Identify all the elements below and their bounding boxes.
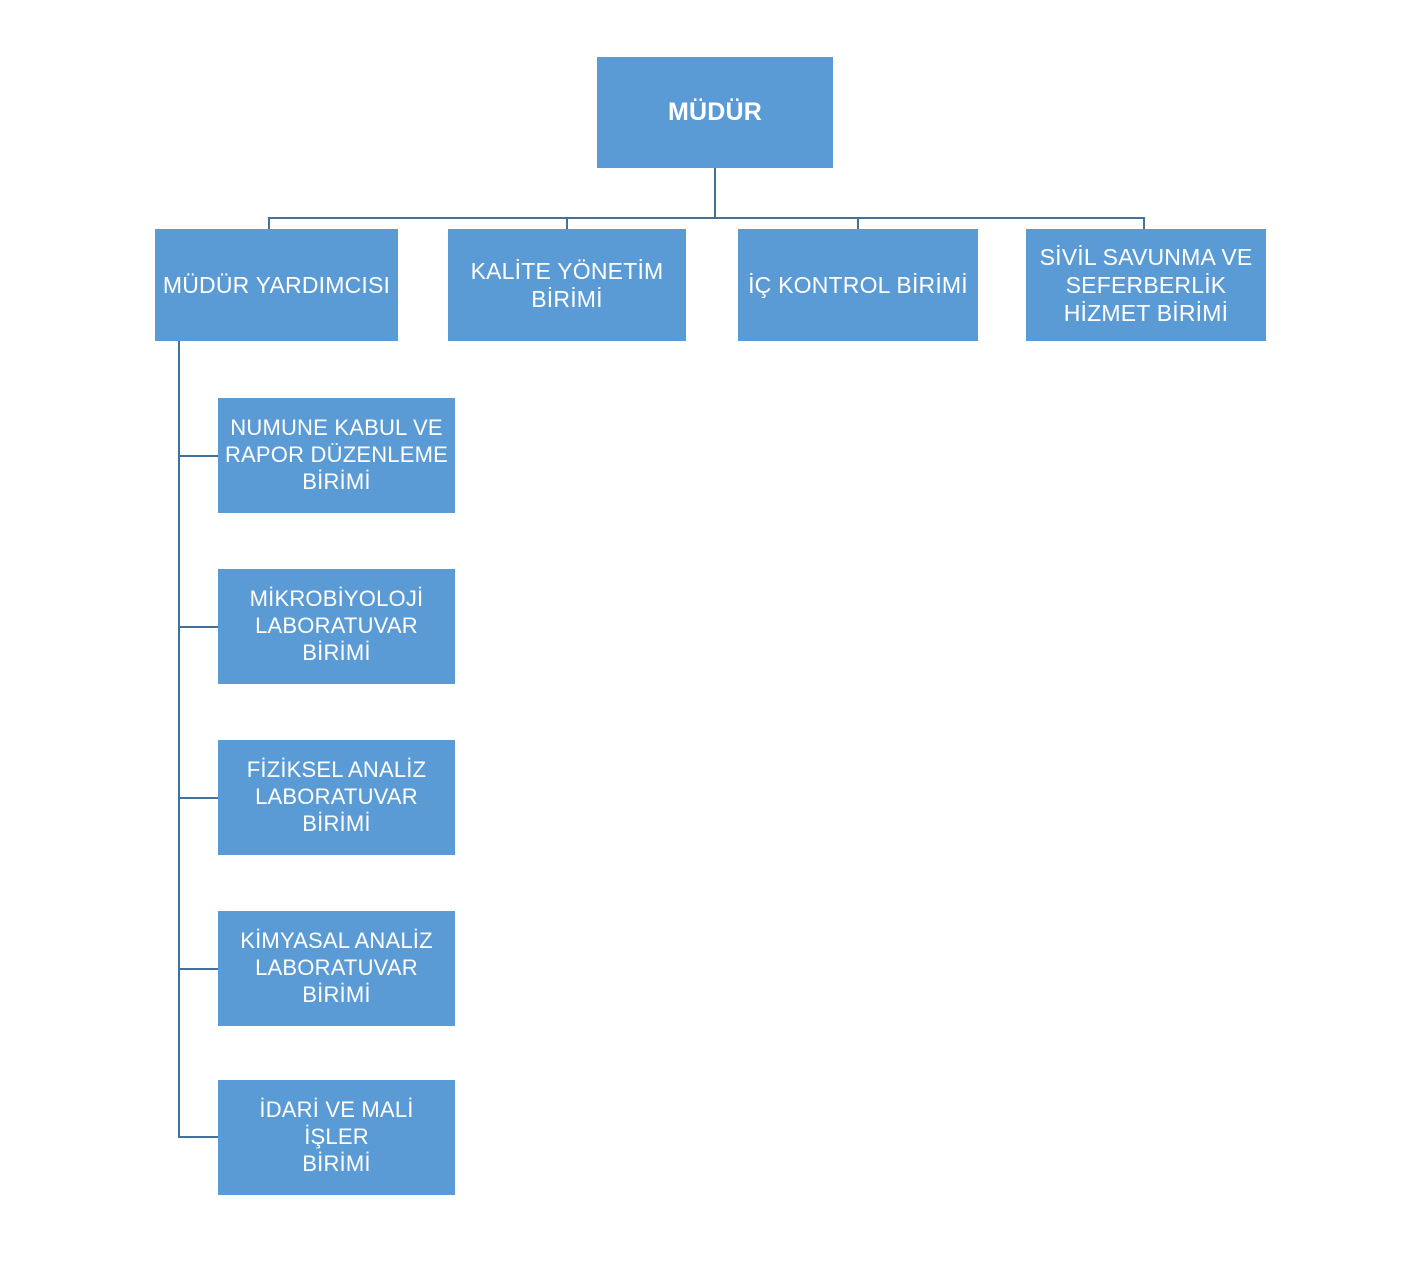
connector-level3-spine [178,341,180,1137]
connector-stub-kimyasal-analiz [178,968,218,970]
org-node-kimyasal-analiz-laboratuvar-birimi[interactable]: KİMYASAL ANALİZ LABORATUVAR BİRİMİ [218,911,455,1026]
connector-level2-bus [268,217,1145,219]
org-node-numune-kabul-ve-rapor-duzenleme-birimi[interactable]: NUMUNE KABUL VE RAPOR DÜZENLEME BİRİMİ [218,398,455,513]
org-node-kalite-yonetim-birimi[interactable]: KALİTE YÖNETİM BİRİMİ [448,229,686,341]
connector-drop-mudur-yardimcisi [268,217,270,229]
connector-drop-ic-kontrol [857,217,859,229]
connector-stub-fiziksel-analiz [178,797,218,799]
connector-stub-idari-mali-isler [178,1136,218,1138]
org-node-sivil-savunma-seferberlik-hizmet-birimi[interactable]: SİVİL SAVUNMA VE SEFERBERLİK HİZMET BİRİ… [1026,229,1266,341]
org-node-mudur[interactable]: MÜDÜR [597,57,833,168]
connector-stub-mikrobiyoloji [178,626,218,628]
org-node-mudur-yardimcisi[interactable]: MÜDÜR YARDIMCISI [155,229,398,341]
org-node-ic-kontrol-birimi[interactable]: İÇ KONTROL BİRİMİ [738,229,978,341]
org-node-idari-ve-mali-isler-birimi[interactable]: İDARİ VE MALİ İŞLER BİRİMİ [218,1080,455,1195]
connector-root-stem [714,168,716,218]
connector-drop-sivil-savunma [1143,217,1145,229]
connector-drop-kalite-yonetim [566,217,568,229]
org-node-fiziksel-analiz-laboratuvar-birimi[interactable]: FİZİKSEL ANALİZ LABORATUVAR BİRİMİ [218,740,455,855]
org-node-mikrobiyoloji-laboratuvar-birimi[interactable]: MİKROBİYOLOJİ LABORATUVAR BİRİMİ [218,569,455,684]
connector-stub-numune-kabul [178,455,218,457]
